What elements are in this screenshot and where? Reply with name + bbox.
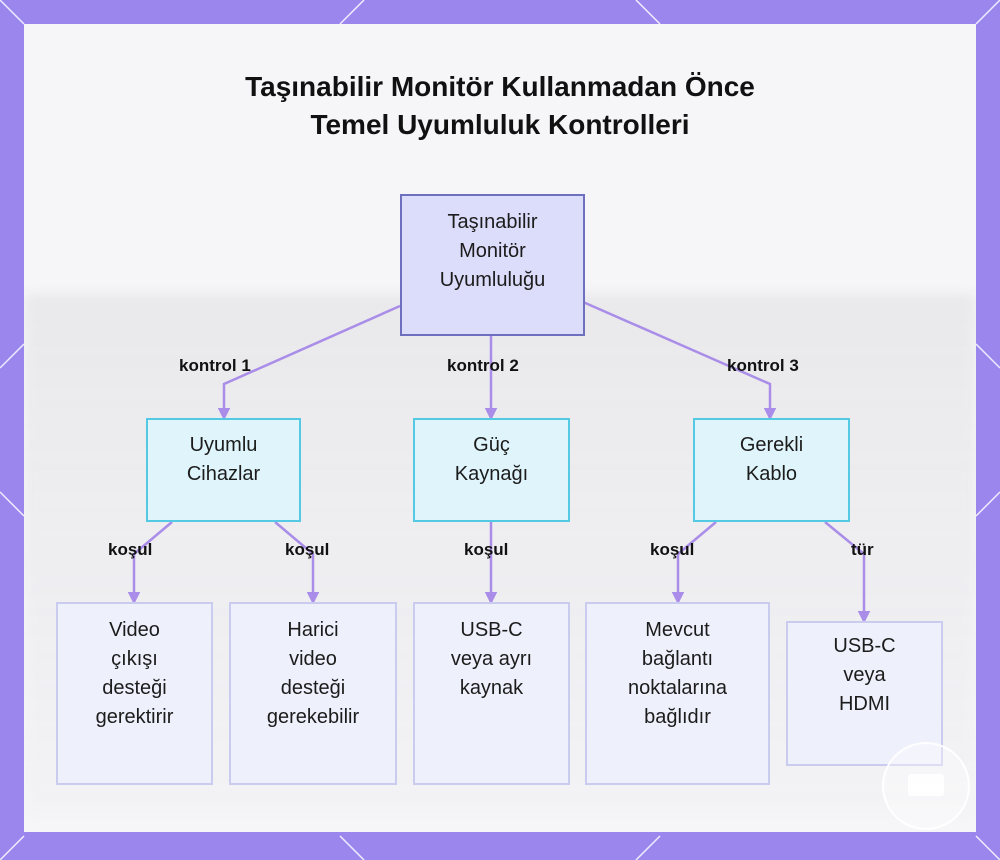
- node-root-label: Taşınabilir Monitör Uyumluluğu: [439, 211, 546, 291]
- node-existing-ports: Mevcut bağlantı noktalarına bağlıdır: [585, 602, 770, 785]
- node-compatible-devices: Uyumlu Cihazlar: [146, 418, 301, 522]
- node-usbc-or-separate: USB-C veya ayrı kaynak: [413, 602, 570, 785]
- node-existing-ports-label: Mevcut bağlantı noktalarına bağlıdır: [628, 619, 727, 728]
- node-power-source: Güç Kaynağı: [413, 418, 570, 522]
- edge-root-compatible: [217, 304, 401, 421]
- edge-label-cond-ports: koşul: [650, 540, 695, 559]
- edge-label-check3: kontrol 3: [727, 356, 799, 375]
- title-line-1: Taşınabilir Monitör Kullanmadan Önce: [245, 71, 755, 102]
- edges-layer: [127, 300, 871, 624]
- node-required-cable-label: Gerekli Kablo: [739, 434, 804, 485]
- edge-compatible-video: [127, 521, 173, 605]
- node-compatible-devices-label: Uyumlu Cihazlar: [186, 434, 261, 485]
- edge-cable-type: [824, 521, 871, 624]
- node-required-cable: Gerekli Kablo: [693, 418, 850, 522]
- edge-label-cond-power: koşul: [464, 540, 509, 559]
- diagram-card: Taşınabilir Monitör Kullanmadan Önce Tem…: [24, 24, 976, 832]
- title-line-2: Temel Uyumluluk Kontrolleri: [310, 109, 690, 140]
- node-usbc-or-hdmi-label: USB-C veya HDMI: [833, 635, 896, 715]
- monitor-logo-icon: [882, 742, 970, 830]
- node-usbc-or-separate-label: USB-C veya ayrı kaynak: [450, 619, 533, 699]
- node-video-output: Video çıkışı desteği gerektirir: [56, 602, 213, 785]
- node-external-video-label: Harici video desteği gerekebilir: [266, 619, 360, 728]
- diagram-title: Taşınabilir Monitör Kullanmadan Önce Tem…: [24, 68, 976, 144]
- node-video-output-label: Video çıkışı desteği gerektirir: [95, 619, 174, 728]
- monitor-screen-icon: [908, 774, 944, 796]
- node-root: Taşınabilir Monitör Uyumluluğu: [400, 194, 585, 336]
- node-usbc-or-hdmi: USB-C veya HDMI: [786, 621, 943, 766]
- edge-label-type-cable: tür: [851, 540, 874, 559]
- edge-label-cond-external: koşul: [285, 540, 330, 559]
- edge-root-cable: [582, 300, 777, 421]
- edge-label-check2: kontrol 2: [447, 356, 519, 375]
- edge-cable-ports: [671, 521, 717, 605]
- node-power-source-label: Güç Kaynağı: [454, 434, 529, 485]
- edge-label-check1: kontrol 1: [179, 356, 251, 375]
- edge-label-cond-video: koşul: [108, 540, 153, 559]
- node-external-video: Harici video desteği gerekebilir: [229, 602, 397, 785]
- edge-compatible-external: [274, 521, 320, 605]
